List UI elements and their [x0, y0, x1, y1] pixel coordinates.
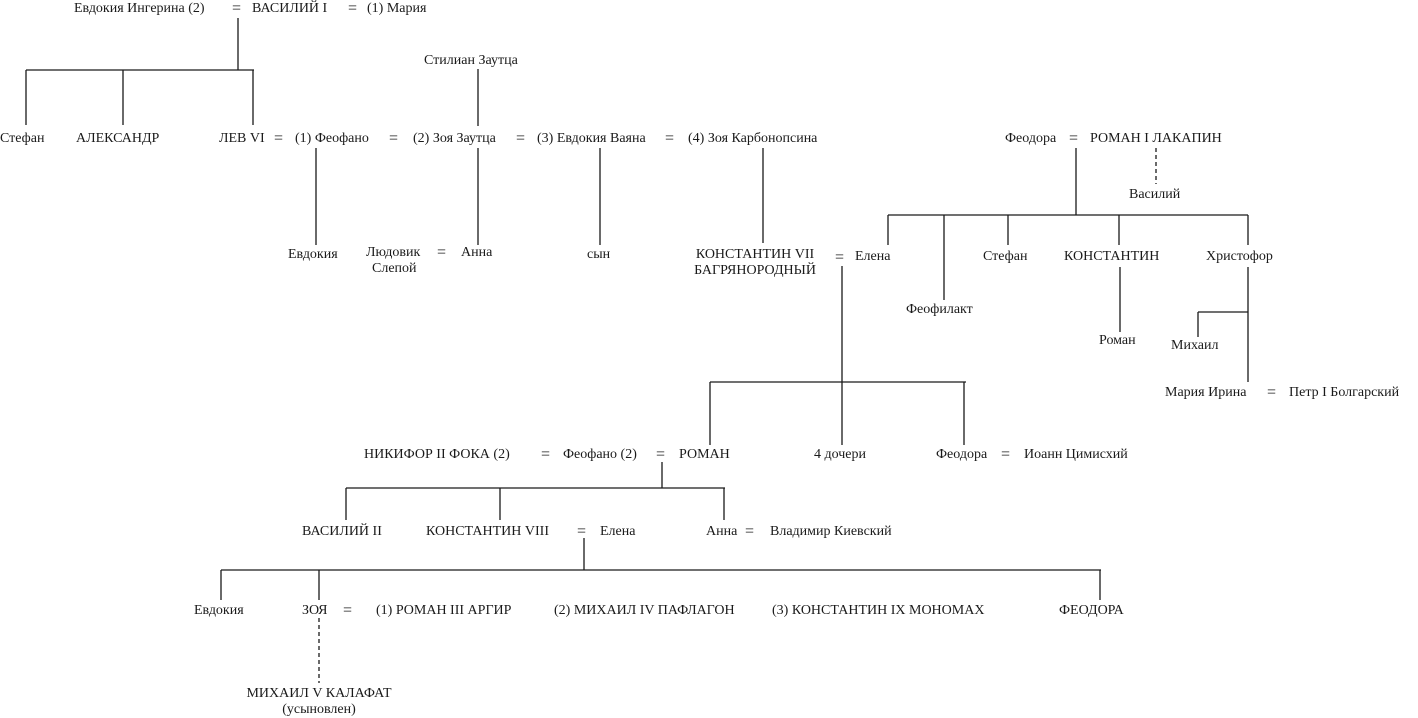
- person-stefan-lakapin: Стефан: [983, 249, 1028, 264]
- marriage-symbol: =: [389, 130, 399, 147]
- person-zoya: ЗОЯ: [302, 603, 328, 618]
- marriage-symbol: =: [348, 0, 358, 17]
- person-ioann-tzimiskes: Иоанн Цимисхий: [1024, 447, 1128, 462]
- person-son: сын: [587, 247, 611, 262]
- person-mikhail-v-note: (усыновлен): [282, 702, 356, 717]
- person-vasily-ii: ВАСИЛИЙ II: [302, 524, 382, 539]
- person-ludovik-epithet: Слепой: [372, 261, 417, 276]
- marriage-symbol: =: [835, 249, 845, 266]
- person-anna: Анна: [461, 245, 493, 260]
- person-mikhail-iv: (2) МИХАИЛ IV ПАФЛАГОН: [554, 603, 735, 618]
- person-vasily: Василий: [1129, 187, 1181, 202]
- person-vasily-i: ВАСИЛИЙ I: [252, 1, 328, 16]
- person-roman-iii: (1) РОМАН III АРГИР: [376, 603, 512, 618]
- person-feofano: (1) Феофано: [295, 131, 369, 146]
- person-elena: Елена: [855, 249, 891, 264]
- marriage-symbol: =: [232, 0, 242, 17]
- person-evdokia-vayana: (3) Евдокия Ваяна: [537, 131, 646, 146]
- person-zoya-zautsa: (2) Зоя Заутца: [413, 131, 496, 146]
- person-vladimir: Владимир Киевский: [770, 524, 892, 539]
- person-anna-2: Анна: [706, 524, 738, 539]
- person-feofilakt: Феофилакт: [906, 302, 973, 317]
- person-roman-ii: РОМАН: [679, 447, 730, 462]
- person-feofano-2: Феофано (2): [563, 447, 637, 462]
- person-konstantin-viii: КОНСТАНТИН VIII: [426, 524, 549, 539]
- person-zoya-karbonopsina: (4) Зоя Карбонопсина: [688, 131, 818, 146]
- person-stylian-zautsa: Стилиан Заутца: [424, 53, 518, 68]
- person-petr-i: Петр I Болгарский: [1289, 385, 1400, 400]
- marriage-symbol: =: [516, 130, 526, 147]
- person-evdokia-3: Евдокия: [194, 603, 244, 618]
- marriage-symbol: =: [437, 244, 447, 261]
- person-stefan: Стефан: [0, 131, 45, 146]
- person-konstantin-vii-epithet: БАГРЯНОРОДНЫЙ: [694, 263, 816, 278]
- person-christofor: Христофор: [1206, 249, 1273, 264]
- person-roman-lakapin: Роман: [1099, 333, 1136, 348]
- marriage-symbol: =: [656, 446, 666, 463]
- person-maria: (1) Мария: [367, 1, 427, 16]
- person-ludovik: Людовик: [366, 245, 421, 260]
- person-konstantin-lakapin: КОНСТАНТИН: [1064, 249, 1160, 264]
- person-konstantin-ix: (3) КОНСТАНТИН IX МОНОМАХ: [772, 603, 985, 618]
- marriage-symbol: =: [745, 523, 755, 540]
- person-four-daughters: 4 дочери: [814, 447, 867, 462]
- person-alexander: АЛЕКСАНДР: [76, 131, 160, 146]
- marriage-symbol: =: [1069, 130, 1079, 147]
- marriage-symbol: =: [1001, 446, 1011, 463]
- person-mikhail-lakapin: Михаил: [1171, 338, 1219, 353]
- person-konstantin-vii: КОНСТАНТИН VII: [695, 247, 815, 262]
- person-mikhail-v: МИХАИЛ V КАЛАФАТ: [246, 686, 392, 701]
- person-elena-2: Елена: [600, 524, 636, 539]
- person-evdokia: Евдокия: [288, 247, 338, 262]
- person-feodora-2: Феодора: [936, 447, 988, 462]
- person-lev-vi: ЛЕВ VI: [219, 131, 265, 146]
- person-feodora-3: ФЕОДОРА: [1059, 603, 1124, 618]
- person-feodora: Феодора: [1005, 131, 1057, 146]
- marriage-symbol: =: [665, 130, 675, 147]
- person-maria-irina: Мария Ирина: [1165, 385, 1247, 400]
- marriage-symbol: =: [577, 523, 587, 540]
- marriage-symbol: =: [274, 130, 284, 147]
- marriage-symbol: =: [541, 446, 551, 463]
- marriage-symbol: =: [343, 602, 353, 619]
- person-evdokia-ingerina: Евдокия Ингерина (2): [74, 1, 205, 16]
- person-nikifor-ii: НИКИФОР II ФОКА (2): [364, 447, 510, 462]
- person-roman-i-lakapin: РОМАН I ЛАКАПИН: [1090, 131, 1222, 146]
- marriage-symbol: =: [1267, 384, 1277, 401]
